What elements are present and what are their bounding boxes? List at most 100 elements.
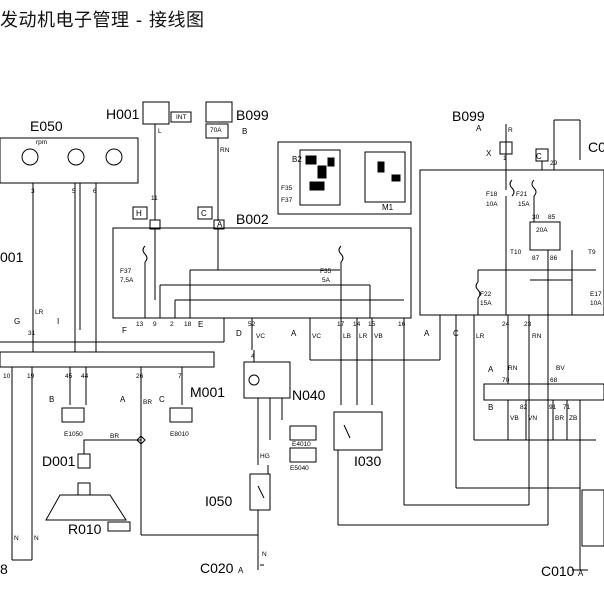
wire-r: R xyxy=(508,127,513,134)
wire-vb: VB xyxy=(374,333,383,340)
label-f37: F37 xyxy=(120,268,132,275)
wire-zb: ZB xyxy=(569,415,577,422)
fuse-f21-icon xyxy=(531,179,537,197)
label-b2: B2 xyxy=(292,155,302,164)
label-r010: R010 xyxy=(68,521,102,537)
pin-16: 16 xyxy=(398,321,406,328)
pin-86: 86 xyxy=(550,255,558,262)
label-t10-rating: 20A xyxy=(536,227,548,234)
label-e17-rating: 10A xyxy=(590,300,602,307)
pin-82: 82 xyxy=(520,404,528,411)
label-c010: C010 xyxy=(541,563,575,579)
fuse-f22-icon xyxy=(475,281,481,299)
pin-11: 11 xyxy=(151,195,158,202)
label-f35-inset: F35 xyxy=(281,185,293,192)
pin-6: 6 xyxy=(93,188,97,195)
pin-19: 19 xyxy=(27,373,35,380)
label-m001: M001 xyxy=(190,384,225,400)
conn-b3: B xyxy=(488,403,493,412)
pin-4: 4 xyxy=(251,353,255,360)
label-e4010: E4010 xyxy=(292,441,311,448)
pin-29: 29 xyxy=(550,160,558,167)
pin-70: 70 xyxy=(502,377,510,384)
label-c020: C020 xyxy=(200,560,234,576)
label-f37-rating: 7,5A xyxy=(120,277,134,284)
conn-a5: A xyxy=(476,124,482,133)
conn-i: I xyxy=(57,317,59,326)
wire-rn: RN xyxy=(220,147,230,154)
pin-31: 31 xyxy=(28,330,36,337)
wire-lr2: LR xyxy=(359,333,368,340)
label-i050: I050 xyxy=(205,493,232,509)
fuse-f35-icon xyxy=(338,245,344,263)
label-e050: E050 xyxy=(30,118,63,134)
pin-68: 68 xyxy=(550,377,558,384)
e5040-icon xyxy=(289,447,317,463)
label-e17: E17 xyxy=(590,291,602,298)
pin-30: 30 xyxy=(532,214,540,221)
label-f22-rating: 15A xyxy=(480,300,492,307)
i050-switch xyxy=(249,473,271,511)
conn-a2: A xyxy=(291,329,297,338)
conn-h: H xyxy=(136,209,142,218)
pin-9: 9 xyxy=(153,321,157,328)
diagram-title: 发动机电子管理 - 接线图 xyxy=(0,10,205,31)
pin-26: 26 xyxy=(136,373,144,380)
wire-bv: BV xyxy=(556,365,565,372)
pin-5: 5 xyxy=(72,188,76,195)
pin-24: 24 xyxy=(502,321,510,328)
wire-lr: LR xyxy=(35,309,44,316)
conn-a4: A xyxy=(120,395,126,404)
label-f35: F35 xyxy=(320,268,332,275)
label-i030: I030 xyxy=(354,453,381,469)
pin-3: 3 xyxy=(31,188,35,195)
conn-a6: A xyxy=(488,365,494,374)
h001-switch-icon xyxy=(142,101,170,125)
pin-2: 2 xyxy=(170,321,174,328)
pin-71: 71 xyxy=(563,404,571,411)
label-b002: B002 xyxy=(236,211,269,227)
wire-vb2: VB xyxy=(510,415,519,422)
label-f21: F21 xyxy=(516,191,528,198)
label-c0: C0 xyxy=(588,139,604,155)
pin-45: 45 xyxy=(65,373,73,380)
conn-c: C xyxy=(201,209,207,218)
pin-44: 44 xyxy=(81,373,89,380)
e1050-icon xyxy=(61,407,85,423)
label-d001: D001 xyxy=(42,453,76,469)
label-f18: F18 xyxy=(486,191,498,198)
conn-b2: B xyxy=(49,395,54,404)
pin-91: 91 xyxy=(549,404,557,411)
conn-x: X xyxy=(486,149,492,158)
conn-b: B xyxy=(242,127,247,136)
label-left-8: 8 xyxy=(0,561,8,577)
t10-relay xyxy=(529,221,561,251)
label-e1050: E1050 xyxy=(64,431,83,438)
conn-d: D xyxy=(236,329,242,338)
conn-a7: A xyxy=(238,566,244,575)
m001-ecu xyxy=(0,351,215,368)
label-b099-top: B099 xyxy=(236,107,269,123)
pin-1: 1 xyxy=(503,155,507,162)
wire-rn2: RN xyxy=(508,365,518,372)
label-f21-rating: 15A xyxy=(518,201,530,208)
label-t9: T9 xyxy=(588,249,596,256)
fuse-f18-icon xyxy=(509,179,515,197)
wire-vc: VC xyxy=(312,333,321,340)
label-left-001: 001 xyxy=(0,249,24,265)
conn-a3: A xyxy=(424,329,430,338)
label-fuse-70a: 70A xyxy=(210,127,222,134)
label-f37-inset: F37 xyxy=(281,197,293,204)
e8010-icon xyxy=(169,407,193,423)
i030-switch xyxy=(333,411,383,451)
label-f22: F22 xyxy=(480,291,492,298)
wire-br2: BR xyxy=(110,433,119,440)
r010-sensor xyxy=(45,494,127,521)
right-fusebox xyxy=(419,169,604,316)
pin-14: 14 xyxy=(353,321,361,328)
fusebox-inset xyxy=(277,141,412,215)
e4010-icon xyxy=(289,425,317,441)
wire-rn3: RN xyxy=(532,333,542,340)
label-b099-right: B099 xyxy=(452,108,485,124)
